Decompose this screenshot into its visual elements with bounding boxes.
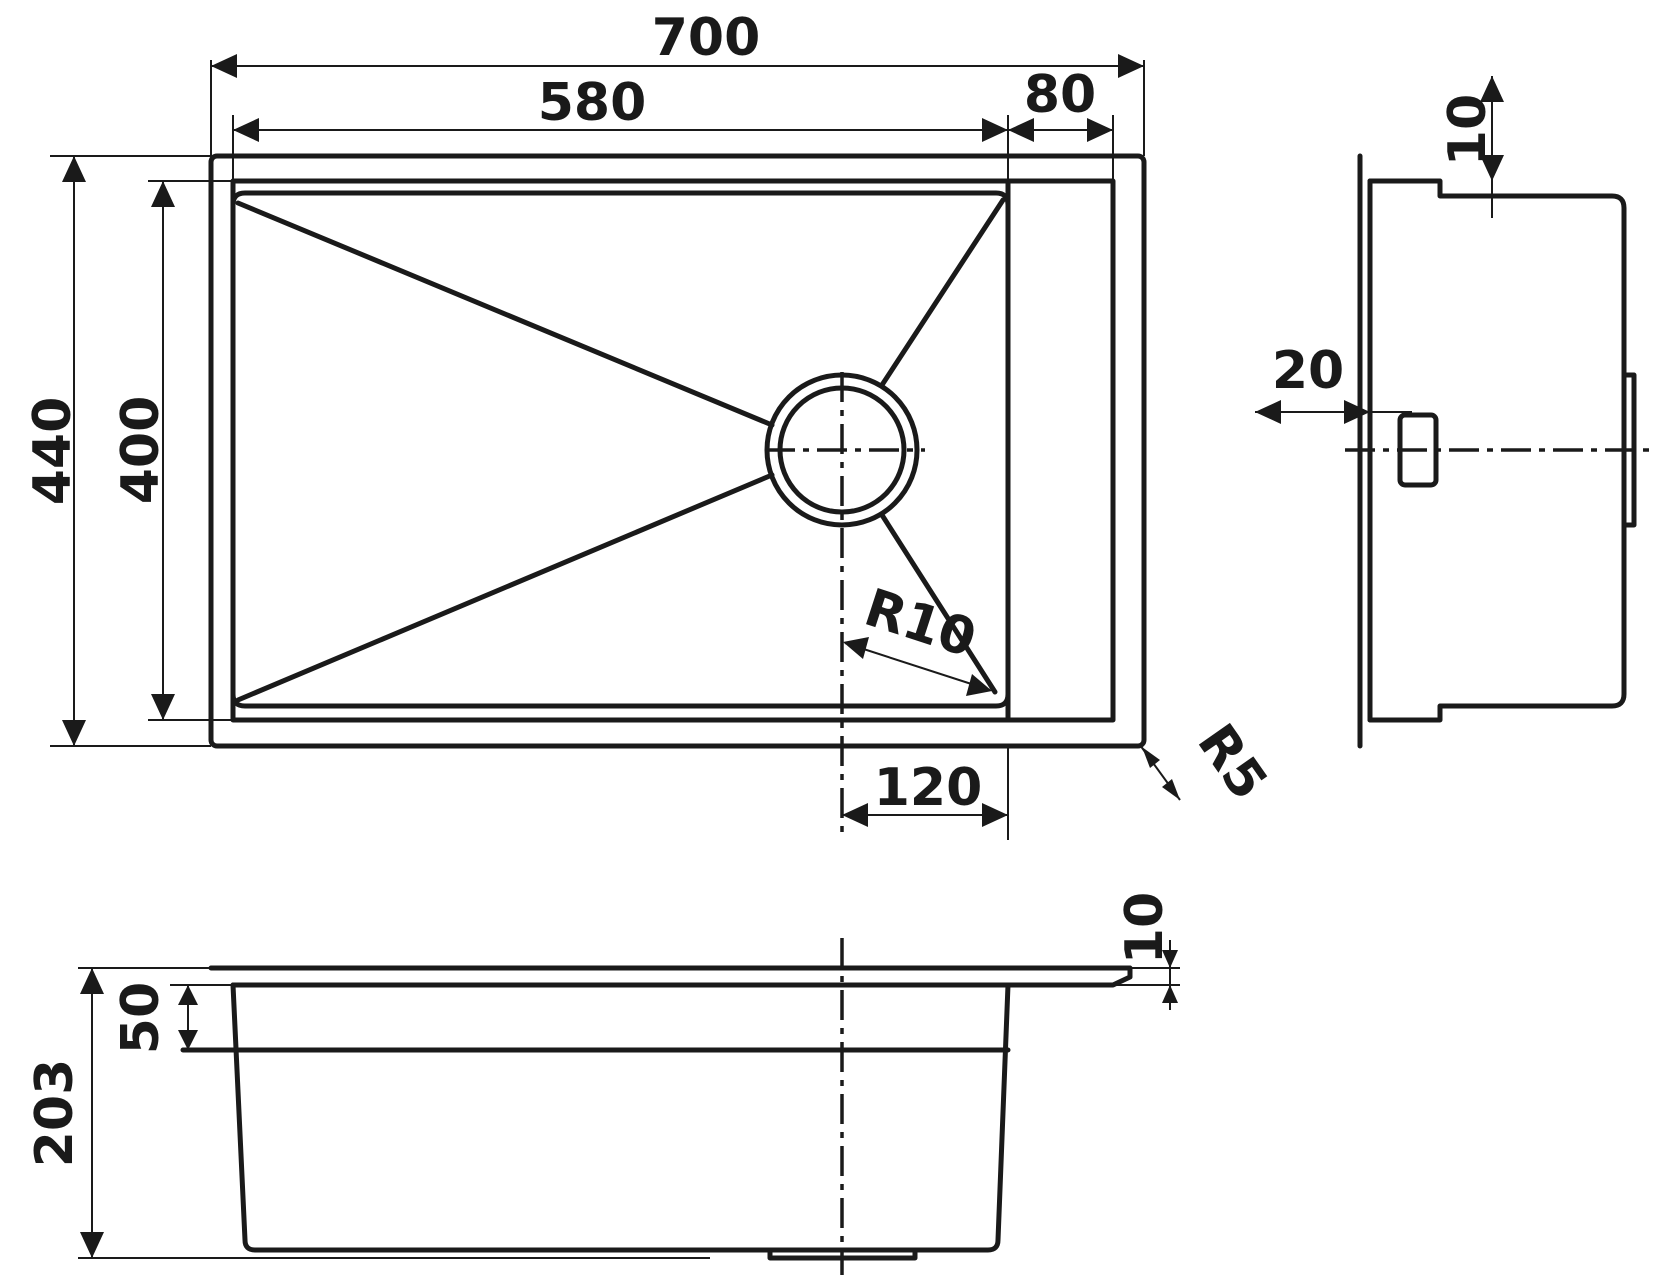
dim-front-flange-height: 10 xyxy=(1115,892,1178,1010)
dim-side-offset-label: 20 xyxy=(1272,341,1344,401)
slope-line-bottom-left xyxy=(235,472,775,703)
dim-bowl-depth: 400 xyxy=(111,181,175,720)
dim-overall-depth: 440 xyxy=(23,156,86,746)
dim-inner-radius-label: R10 xyxy=(858,578,983,670)
outer-rim xyxy=(208,153,1147,749)
dim-bowl-width-label: 580 xyxy=(538,73,647,133)
front-bowl xyxy=(230,982,1011,1253)
dim-overall-width: 700 xyxy=(211,8,1144,78)
top-view: 700 580 80 440 400 xyxy=(23,8,1278,840)
dim-outer-radius: R5 xyxy=(1139,714,1278,811)
dim-drainboard-width-label: 80 xyxy=(1024,65,1096,125)
dim-bowl-depth-label: 400 xyxy=(111,396,171,505)
dim-side-flange-height: 10 xyxy=(1438,76,1504,218)
dim-drainboard-width: 80 xyxy=(1008,65,1113,142)
dim-inner-radius: R10 xyxy=(843,578,992,696)
front-rim xyxy=(208,965,1133,988)
dim-step-height-label: 50 xyxy=(111,982,171,1054)
dim-outer-radius-label: R5 xyxy=(1185,714,1278,811)
slope-line-bottom-right xyxy=(879,512,998,695)
slope-line-top-left xyxy=(235,200,775,428)
dim-total-height-label: 203 xyxy=(25,1059,85,1168)
bowl-outline xyxy=(230,190,1011,709)
dim-drain-offset-label: 120 xyxy=(874,758,983,818)
dim-total-height: 203 xyxy=(25,968,104,1258)
dim-drain-offset: 120 xyxy=(842,758,1008,827)
dim-side-flange-height-label: 10 xyxy=(1438,94,1498,166)
dim-bowl-width: 580 xyxy=(233,73,1008,142)
dim-front-flange-height-label: 10 xyxy=(1115,892,1175,964)
front-view: 203 50 10 xyxy=(25,892,1180,1275)
dim-overall-width-label: 700 xyxy=(652,8,761,68)
side-view: 10 20 xyxy=(1255,76,1650,749)
dim-step-height: 50 xyxy=(111,982,198,1054)
dim-overall-depth-label: 440 xyxy=(23,397,83,506)
dim-side-offset: 20 xyxy=(1255,341,1412,424)
inner-rim xyxy=(230,178,1116,723)
slope-line-top-right xyxy=(879,197,1006,388)
